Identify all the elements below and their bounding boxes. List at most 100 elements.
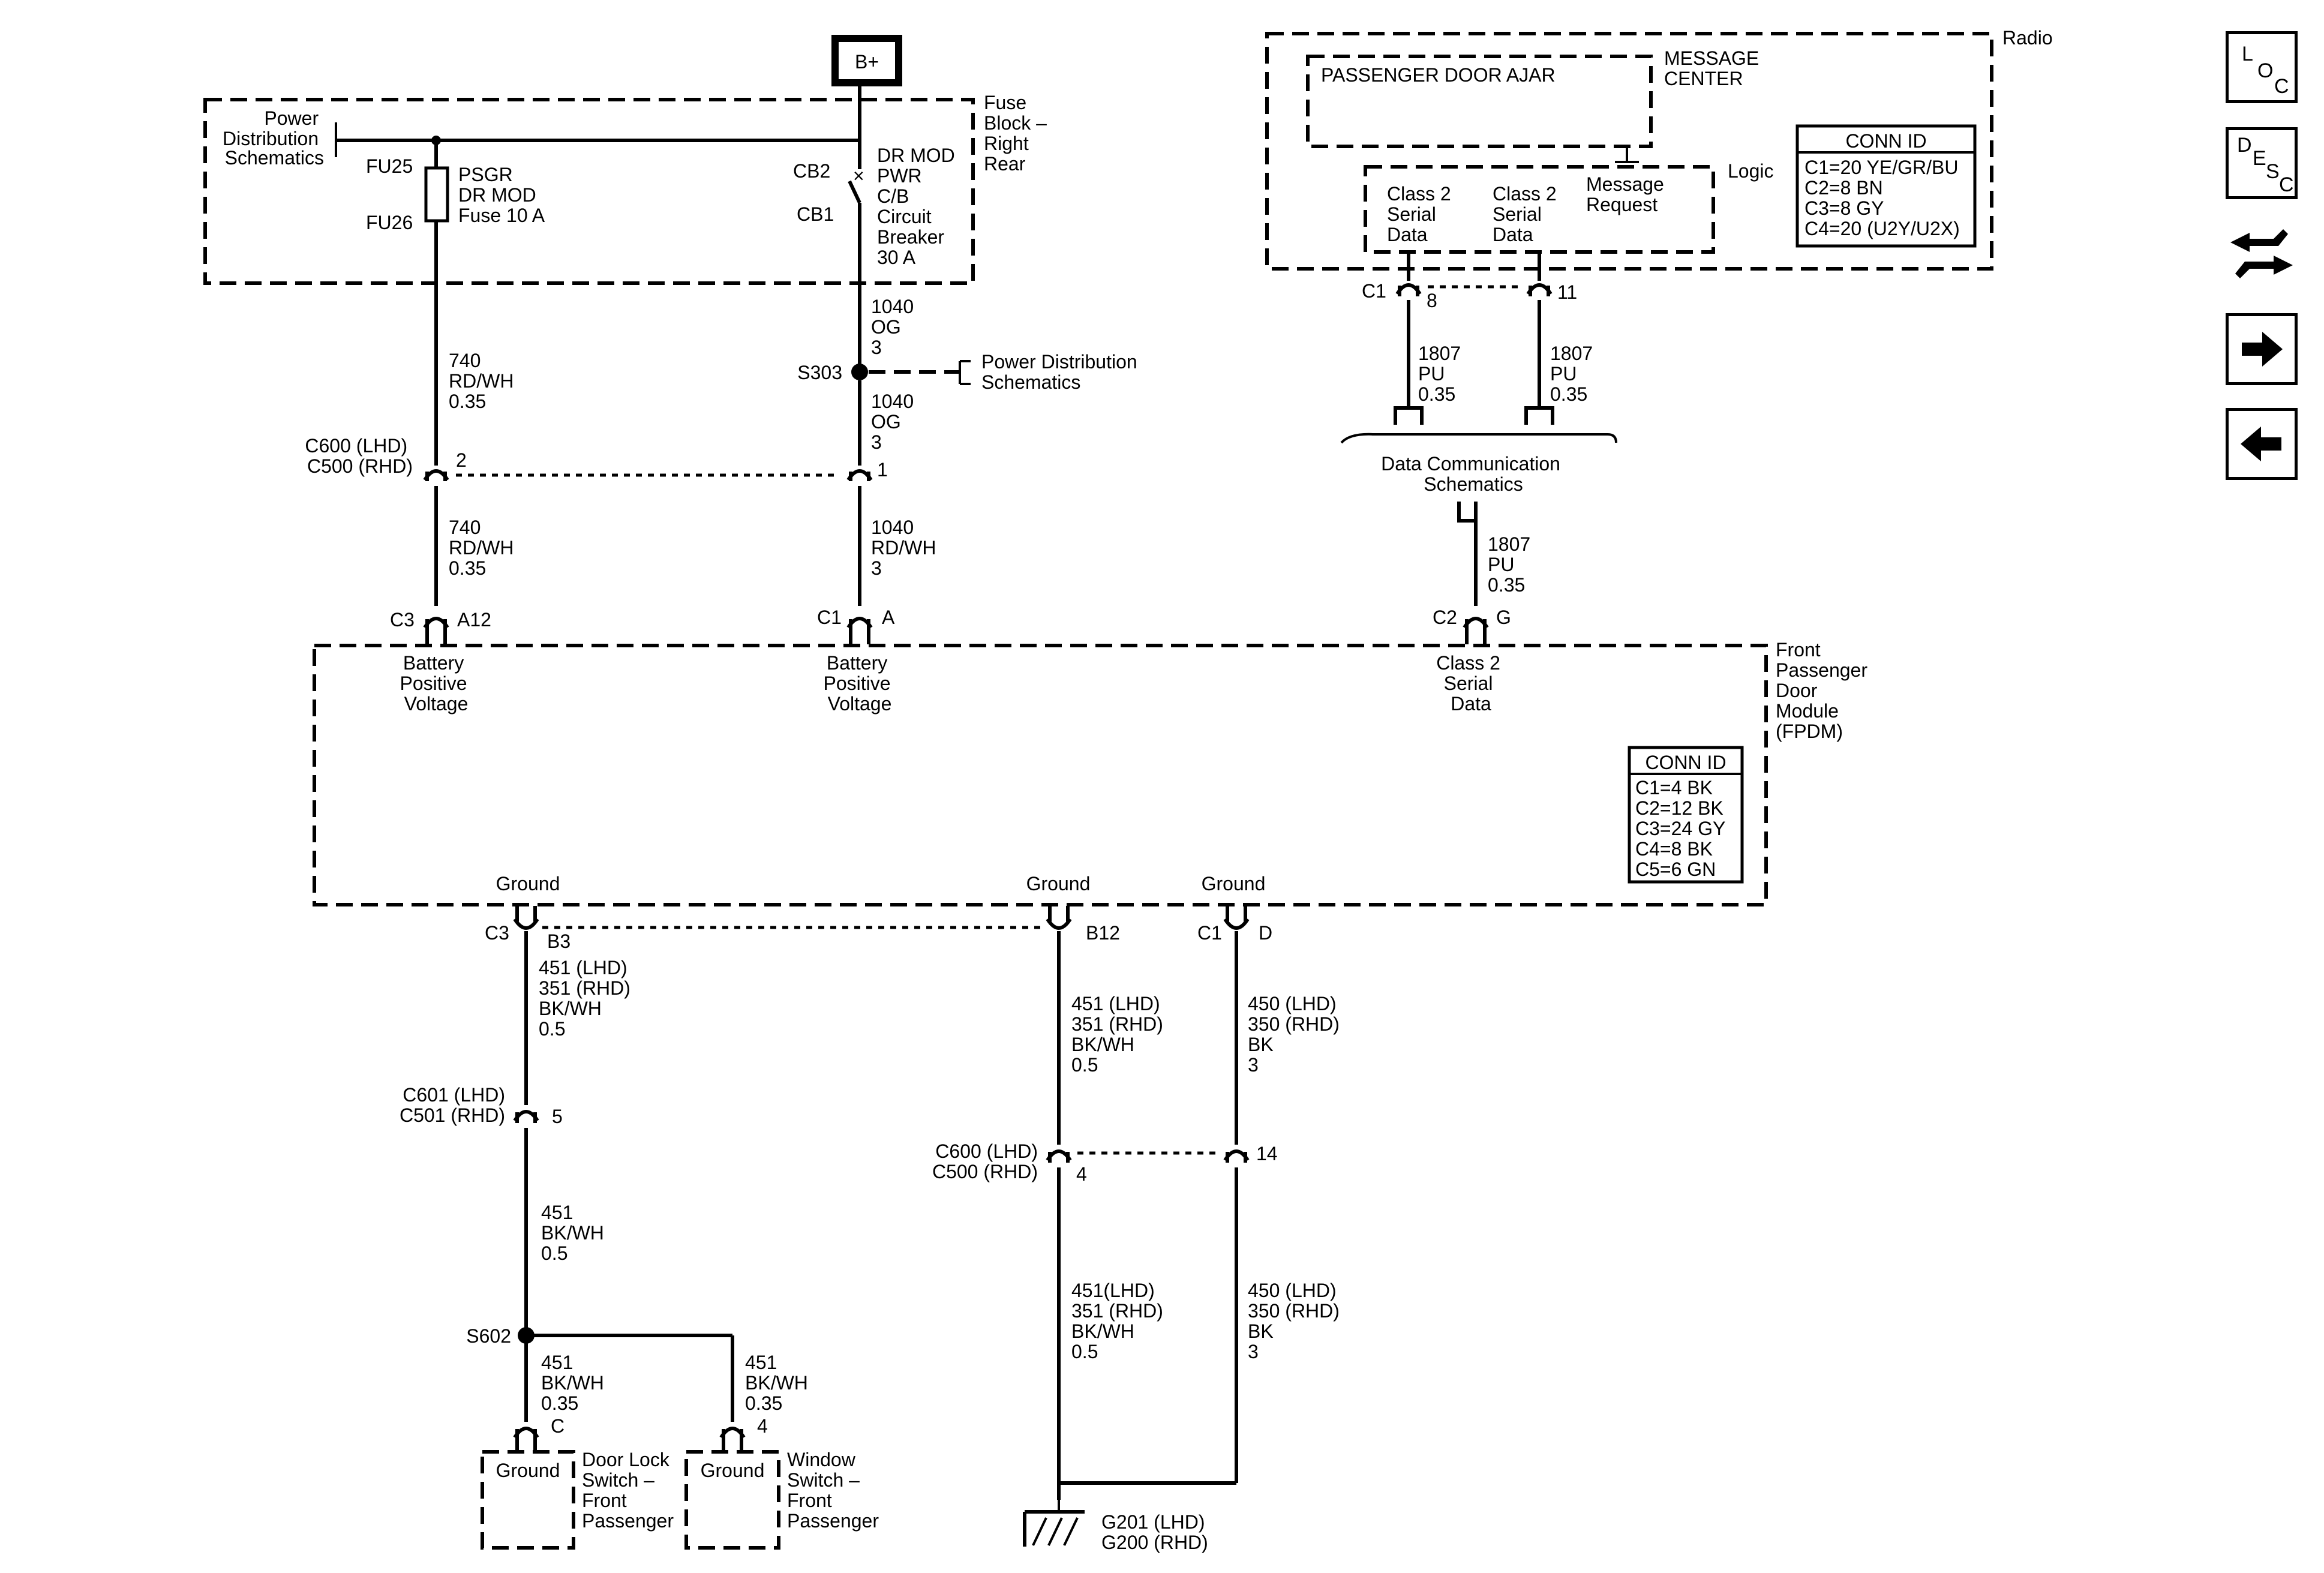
svg-text:B12: B12 (1086, 922, 1120, 944)
s602-label: S602 (466, 1325, 511, 1347)
battery-box (831, 35, 902, 86)
class2-serial-2: Class 2 Serial Data (1493, 183, 1562, 245)
message-text: PASSENGER DOOR AJAR (1321, 64, 1556, 86)
radio-conn-id-list: C1=20 YE/GR/BU C2=8 BN C3=8 GY C4=20 (U2… (1804, 157, 1963, 239)
c600-pin2: 2 (456, 449, 467, 471)
svg-text:4: 4 (1076, 1163, 1087, 1185)
cb-label: DR MOD PWR C/B Circuit Breaker 30 A (877, 145, 960, 268)
next-button[interactable] (2226, 313, 2298, 385)
c600-label: C600 (LHD) C500 (RHD) (305, 435, 413, 477)
loc-letter-l: L (2242, 43, 2253, 65)
wire-1040-label-a: 1040 OG 3 (871, 296, 919, 358)
wire-1807-label-c: 1807 PU 0.35 (1488, 533, 1536, 596)
wire-450-label-a: 450 (LHD) 350 (RHD) BK 3 (1248, 993, 1345, 1076)
class2-serial-1: Class 2 Serial Data (1387, 183, 1457, 245)
fuse-block-label: Fuse Block – Right Rear (984, 92, 1052, 175)
wire-451-label-f: 451 BK/WH 0.35 (745, 1352, 813, 1414)
fpdm-ground-2: Ground (1026, 873, 1091, 894)
window-switch-ground: Ground (701, 1460, 765, 1481)
wire-740-label-a: 740 RD/WH 0.35 (449, 350, 519, 412)
svg-text:14: 14 (1256, 1143, 1278, 1164)
ground-g201-symbol: G201 (LHD) G200 (RHD) (1023, 1500, 1210, 1553)
svg-text:A: A (882, 607, 895, 628)
svg-text:C500 (RHD): C500 (RHD) (932, 1161, 1038, 1182)
cb-x-mark: × (853, 165, 864, 187)
wire-740-label-b: 740 RD/WH 0.35 (449, 517, 519, 579)
fpdm-conn-id-title: CONN ID (1645, 752, 1726, 773)
svg-text:4: 4 (757, 1415, 768, 1437)
battery-positive-voltage-2: Battery Positive Voltage (824, 652, 896, 715)
connector-end-view-icon (2230, 229, 2293, 278)
c601-connector: C601 (LHD) C501 (RHD) 5 (400, 1084, 563, 1127)
wire-451-label-d: 451(LHD) 351 (RHD) BK/WH 0.5 (1071, 1280, 1169, 1362)
g201-label: G201 (LHD) G200 (RHD) (1101, 1511, 1210, 1553)
radio-pin11: 11 (1557, 281, 1577, 303)
fpdm-c2-g-connector: C2 G (1433, 607, 1511, 644)
description-button[interactable]: D E S C (2226, 127, 2298, 199)
fpdm-c3-a12-connector: C3 A12 (390, 609, 491, 644)
radio-label: Radio (2002, 27, 2053, 49)
fpdm-ground-1: Ground (496, 873, 560, 894)
window-switch: 4 Ground Window Switch – Front Passenger (684, 1415, 879, 1550)
fpdm-ground-3: Ground (1202, 873, 1266, 894)
svg-text:C1: C1 (1197, 922, 1222, 944)
svg-text:C1: C1 (817, 607, 842, 628)
power-dist-top: Power Distribution Schematics (223, 107, 324, 169)
wire-1807-label-b: 1807 PU 0.35 (1550, 343, 1598, 405)
wire-451-label-c: 451 BK/WH 0.5 (541, 1202, 609, 1264)
fu25-label: FU25 (366, 155, 413, 177)
radio-pin8: 8 (1427, 290, 1437, 311)
door-lock-switch-label: Door Lock Switch – Front Passenger (582, 1449, 675, 1532)
svg-text:C3: C3 (390, 609, 415, 631)
svg-text:C: C (551, 1415, 565, 1437)
svg-text:D: D (1259, 922, 1272, 944)
loc-letter-o: O (2257, 59, 2274, 82)
desc-letter-s: S (2266, 160, 2280, 183)
wire-450-label-b: 450 (LHD) 350 (RHD) BK 3 (1248, 1280, 1345, 1362)
door-lock-switch: C Ground Door Lock Switch – Front Passen… (481, 1415, 675, 1550)
radio-conn-id-title: CONN ID (1845, 130, 1926, 152)
desc-letter-c: C (2279, 173, 2294, 196)
svg-text:B3: B3 (547, 930, 571, 952)
battery-label: B+ (855, 51, 879, 73)
data-comm-label: Data Communication Schematics (1381, 453, 1566, 495)
location-button[interactable]: L O C (2226, 31, 2298, 103)
s303-label: S303 (797, 362, 842, 383)
door-lock-ground: Ground (496, 1460, 560, 1481)
s303-splice (851, 364, 868, 380)
data-comm-brace (1340, 433, 1617, 444)
battery-positive-voltage-1: Battery Positive Voltage (400, 652, 473, 715)
svg-text:G: G (1496, 607, 1511, 628)
svg-text:5: 5 (552, 1106, 563, 1127)
fpdm-conn-id-box (1628, 746, 1744, 884)
radio-conn-id-box (1795, 124, 1977, 248)
fpdm-conn-id-list: C1=4 BK C2=12 BK C3=24 GY C4=8 BK C5=6 G… (1635, 777, 1731, 880)
svg-text:C601 (LHD): C601 (LHD) (403, 1084, 505, 1106)
desc-letter-d: D (2237, 134, 2252, 157)
svg-text:C501 (RHD): C501 (RHD) (400, 1104, 505, 1126)
window-switch-label: Window Switch – Front Passenger (787, 1449, 879, 1532)
message-center-label: MESSAGE CENTER (1664, 47, 1764, 89)
svg-text:C600 (LHD): C600 (LHD) (935, 1140, 1038, 1162)
cb1-label: CB1 (797, 203, 834, 225)
message-request: Message Request (1586, 173, 1670, 215)
connector-end-view-button[interactable] (2226, 221, 2298, 287)
radio-module: Radio PASSENGER DOOR AJAR MESSAGE CENTER… (1265, 27, 2053, 644)
fpdm-class2-serial-data: Class 2 Serial Data (1436, 652, 1506, 715)
logic-label: Logic (1728, 160, 1774, 182)
fpdm-label: Front Passenger Door Module (FPDM) (1776, 639, 1873, 742)
radio-c1-label: C1 (1362, 280, 1386, 302)
fuse-label: PSGR DR MOD Fuse 10 A (458, 164, 545, 226)
fpdm-c1-a-connector: C1 A (817, 607, 895, 644)
cb2-label: CB2 (793, 160, 830, 182)
fu26-label: FU26 (366, 212, 413, 233)
wire-451-label-a: 451 (LHD) 351 (RHD) BK/WH 0.5 (539, 957, 636, 1040)
back-button[interactable] (2226, 408, 2298, 480)
power-dist-right: Power Distribution Schematics (981, 351, 1143, 393)
right-arrow-icon (2242, 332, 2283, 367)
wire-1040-label-b: 1040 OG 3 (871, 391, 919, 453)
fpdm-bottom-connectors: C3 B3 B12 C1 D (485, 906, 1272, 952)
loc-letter-c: C (2274, 75, 2289, 98)
c600-lower-connector: C600 (LHD) C500 (RHD) 4 14 (932, 1140, 1278, 1185)
